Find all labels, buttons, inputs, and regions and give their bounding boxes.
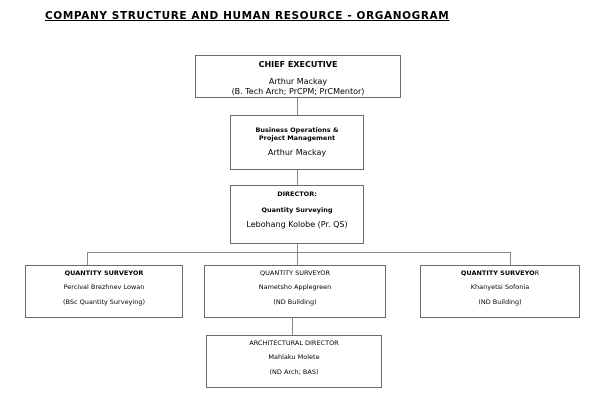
business-operations-role-line1: Business Operations & bbox=[255, 126, 339, 134]
connector-bus-qs-left bbox=[87, 252, 88, 265]
architectural-director-box: ARCHITECTURAL DIRECTOR Mahlaku Molete (N… bbox=[206, 335, 382, 388]
connector-bus-qs-mid bbox=[297, 252, 298, 265]
qs-right-box: QUANTITY SURVEYOR Khanyetsi Sofonia (ND … bbox=[420, 265, 580, 318]
director-name: Lebohang Kolobe (Pr. QS) bbox=[246, 220, 348, 229]
business-operations-box: Business Operations & Project Management… bbox=[230, 115, 364, 170]
connector-bizops-director bbox=[297, 170, 298, 185]
business-operations-name: Arthur Mackay bbox=[267, 148, 327, 157]
architectural-director-role: ARCHITECTURAL DIRECTOR bbox=[249, 339, 339, 347]
qs-right-role: QUANTITY SURVEYOR bbox=[421, 269, 579, 277]
qs-left-box: QUANTITY SURVEYOR Percival Brezhnev Lowa… bbox=[25, 265, 183, 318]
director-department: Quantity Surveying bbox=[261, 206, 333, 214]
qs-right-name: Khanyetsi Sofonia bbox=[470, 283, 530, 291]
qs-right-role-tail: R bbox=[534, 269, 540, 277]
qs-middle-qualification: (ND Building) bbox=[273, 298, 317, 306]
qs-middle-box: QUANTITY SURVEYOR Nametsho Applegreen (N… bbox=[204, 265, 386, 318]
connector-chief-bizops bbox=[297, 98, 298, 115]
qs-left-role: QUANTITY SURVEYOR bbox=[64, 269, 144, 277]
chief-executive-name: Arthur Mackay bbox=[268, 76, 328, 86]
director-box: DIRECTOR: Quantity Surveying Lebohang Ko… bbox=[230, 185, 364, 244]
page-title: COMPANY STRUCTURE AND HUMAN RESOURCE - O… bbox=[45, 10, 450, 22]
qs-middle-role: QUANTITY SURVEYOR bbox=[260, 269, 330, 277]
qs-middle-name: Nametsho Applegreen bbox=[258, 283, 332, 291]
qs-left-qualification: (BSc Quantity Surveying) bbox=[63, 298, 145, 306]
qs-right-qualification: (ND Building) bbox=[478, 298, 522, 306]
chief-executive-role: CHIEF EXECUTIVE bbox=[258, 60, 338, 69]
architectural-director-qualification: (ND Arch; BAS) bbox=[269, 368, 319, 376]
qs-left-name: Percival Brezhnev Lowan bbox=[63, 283, 145, 291]
connector-director-bus bbox=[297, 244, 298, 252]
chief-executive-qualification: (B. Tech Arch; PrCPM; PrCMentor) bbox=[231, 87, 365, 96]
connector-bus-qs-right bbox=[510, 252, 511, 265]
architectural-director-name: Mahlaku Molete bbox=[268, 353, 320, 361]
connector-qs-mid-arch bbox=[292, 318, 293, 335]
qs-right-role-bold: QUANTITY SURVEYO bbox=[460, 269, 535, 277]
business-operations-role-line2: Project Management bbox=[258, 134, 336, 142]
director-role: DIRECTOR: bbox=[277, 190, 317, 198]
chief-executive-box: CHIEF EXECUTIVE Arthur Mackay (B. Tech A… bbox=[195, 55, 401, 98]
connector-horizontal-bus bbox=[87, 252, 510, 253]
